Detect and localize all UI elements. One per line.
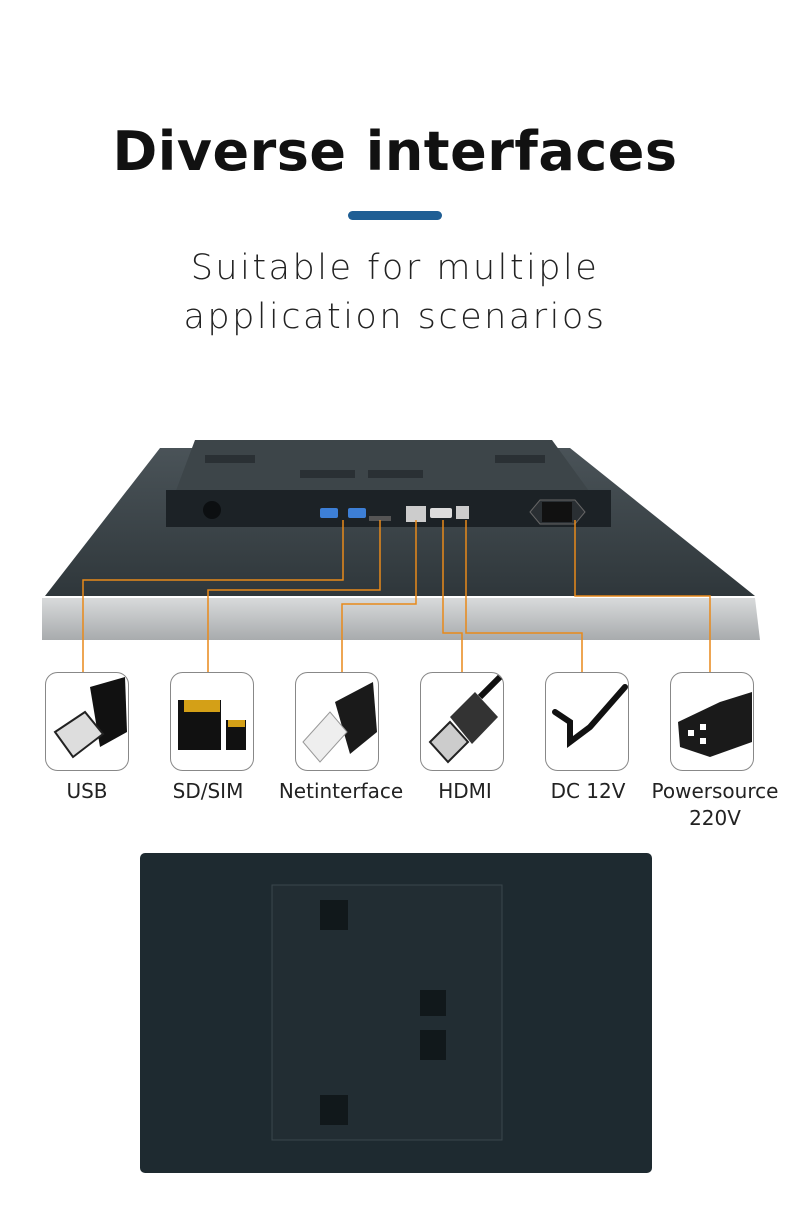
label-netinterface: Netinterface	[278, 779, 404, 803]
sd-card-icon	[170, 672, 254, 771]
label-powersource: Powersource 220V	[651, 779, 779, 830]
subtitle-line-2: application scenarios	[183, 297, 607, 337]
label-hdmi: HDMI	[438, 779, 492, 803]
power-plug-icon	[670, 672, 754, 771]
dc-plug-icon	[545, 672, 629, 771]
usb-plug-icon	[45, 672, 129, 771]
connector-lines	[82, 520, 711, 672]
device-back-panel	[140, 853, 652, 1173]
interface-icons	[45, 672, 754, 771]
hdmi-plug-icon	[420, 672, 504, 771]
label-dc-12v: DC 12V	[550, 779, 626, 803]
accent-divider	[348, 211, 442, 220]
page-title: Diverse interfaces	[112, 120, 678, 183]
ethernet-plug-icon	[295, 672, 379, 771]
label-sd-sim: SD/SIM	[172, 779, 244, 803]
subtitle-line-1: Suitable for multiple	[190, 248, 600, 288]
label-usb: USB	[66, 779, 108, 803]
device-rear-view	[42, 440, 760, 640]
